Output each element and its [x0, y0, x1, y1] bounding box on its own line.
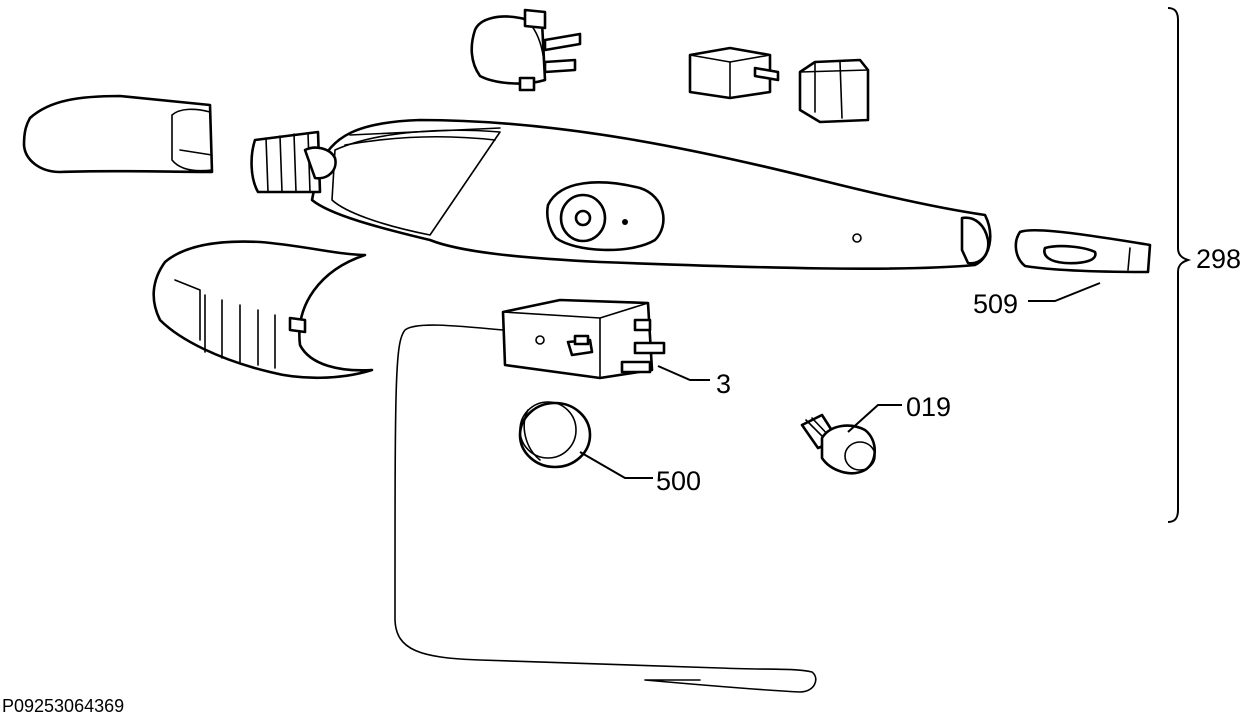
thermostat-3 [501, 298, 666, 380]
leader-line-500 [579, 451, 653, 479]
top-bracket [798, 58, 870, 124]
leader-line-3 [657, 365, 710, 381]
leader-line-019 [847, 404, 902, 433]
upper-end-cover [22, 94, 214, 174]
callout-019: 019 [906, 392, 951, 422]
top-socket [470, 8, 582, 92]
end-cap-509 [1014, 228, 1152, 274]
lamp-019 [800, 413, 877, 475]
callout-3: 3 [716, 369, 731, 399]
knob-ring-500 [518, 401, 592, 469]
callout-298: 298 [1196, 244, 1241, 274]
capillary-tube [394, 324, 817, 693]
housing-ribbed-connector [250, 130, 337, 194]
document-id: P09253064369 [2, 696, 124, 716]
callout-500: 500 [656, 466, 701, 496]
leader-line-509 [1028, 282, 1101, 302]
assembly-bracket [1167, 7, 1192, 523]
main-housing [310, 118, 992, 270]
top-switch-block [688, 46, 780, 100]
callout-509: 509 [973, 289, 1018, 319]
lower-lamp-cover [152, 240, 374, 380]
